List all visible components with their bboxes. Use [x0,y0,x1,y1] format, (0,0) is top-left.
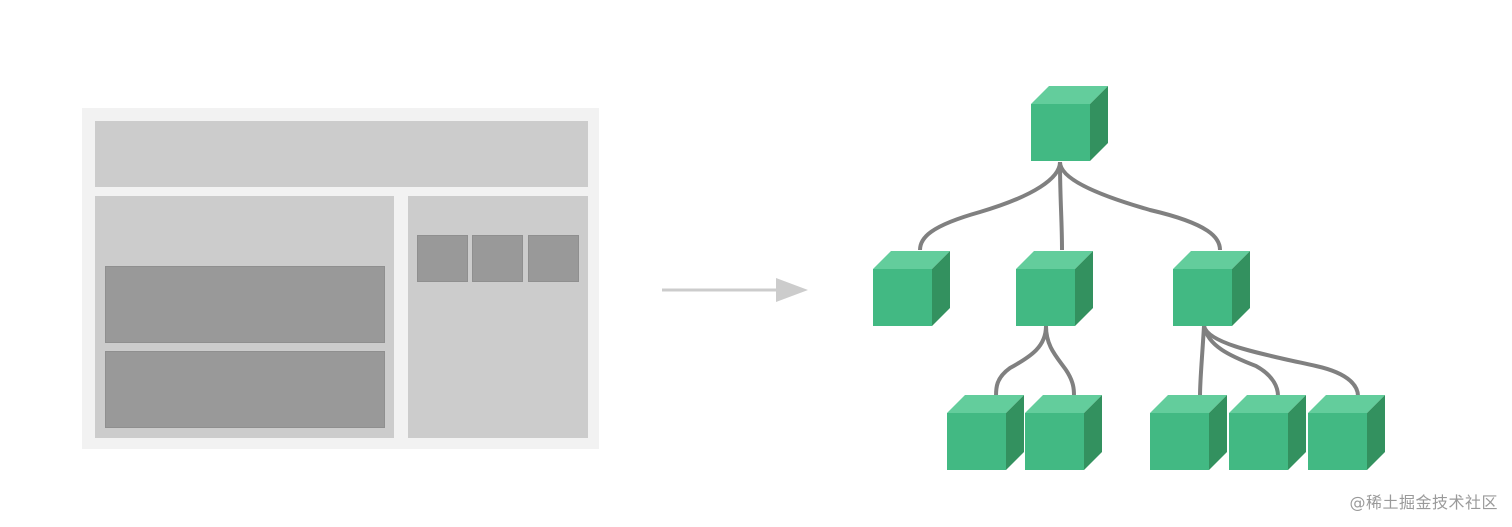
connector-node-3-to-leaf-5 [1202,325,1360,397]
connector-node-2-to-leaf-1 [994,325,1048,397]
tree-leaf-3-cube-icon [1150,395,1227,470]
connector-root-to-node-1 [918,161,1062,251]
tree-leaf-1-cube-icon [947,395,1024,470]
connector-node-3-to-leaf-4 [1202,325,1280,397]
tree-node-1-cube-icon [873,251,950,326]
tree-nodes [873,86,1385,470]
wireframe-sidebar-tile-2 [472,235,523,282]
right-arrow-icon [662,278,808,302]
connector-root-to-node-2 [1058,161,1064,251]
tree-leaf-4-cube-icon [1229,395,1306,470]
wireframe-sidebar-tile-1 [417,235,468,282]
tree-node-3-cube-icon [1173,251,1250,326]
tree-node-root-cube-icon [1031,86,1108,161]
watermark-text: @稀土掘金技术社区 [1349,493,1498,512]
wireframe-header-block [95,121,588,187]
tree-node-2-cube-icon [1016,251,1093,326]
tree-connectors [918,161,1360,397]
connector-node-3-to-leaf-3 [1198,325,1206,397]
wireframe-content-block-1 [105,266,385,343]
wireframe-content-block-2 [105,351,385,428]
connector-node-2-to-leaf-2 [1044,325,1076,397]
wireframe-sidebar-tile-3 [528,235,579,282]
tree-leaf-2-cube-icon [1025,395,1102,470]
connector-root-to-node-3 [1058,161,1222,251]
tree-leaf-5-cube-icon [1308,395,1385,470]
